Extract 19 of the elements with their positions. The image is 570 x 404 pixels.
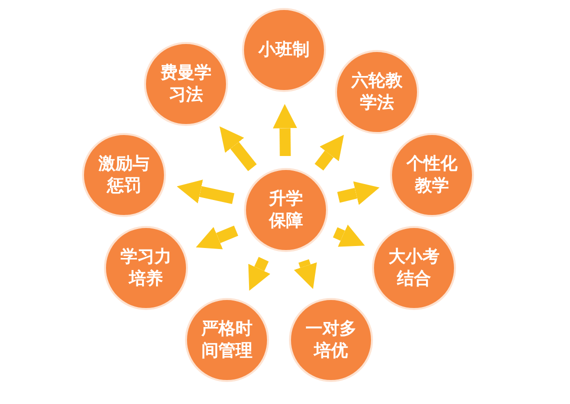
arrow (337, 181, 380, 205)
arrow (220, 126, 257, 172)
arrow (196, 226, 238, 250)
node-label: 学习力培养 (120, 246, 172, 290)
node-label: 大小考结合 (388, 246, 440, 290)
node-label: 升学保障 (268, 188, 304, 232)
arrow (332, 224, 365, 247)
node-label: 激励与惩罚 (98, 153, 150, 197)
arrow (294, 259, 317, 290)
arrow (248, 256, 270, 291)
node-label: 费曼学习法 (160, 62, 212, 106)
node-label: 严格时间管理 (200, 318, 254, 362)
arrow (272, 104, 298, 156)
arrow (314, 134, 344, 171)
arrow (176, 180, 234, 204)
node-label: 一对多培优 (304, 318, 358, 362)
node-label: 六轮教学法 (350, 70, 404, 114)
node-label: 小班制 (258, 39, 310, 61)
node-label: 个性化教学 (406, 153, 458, 197)
